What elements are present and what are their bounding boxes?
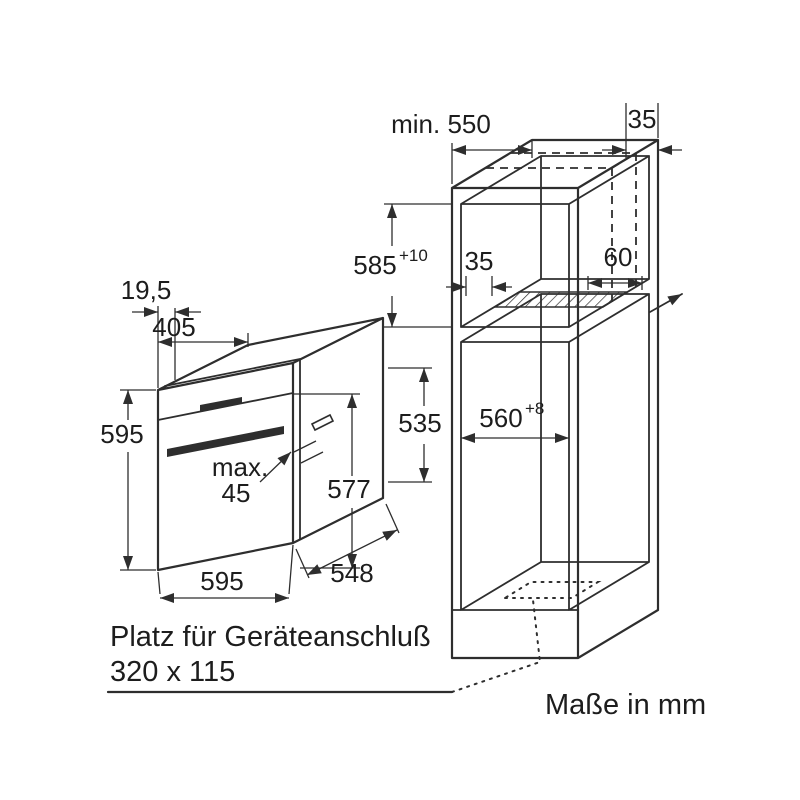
dim-cabinet-depth: min. 550	[391, 109, 533, 184]
dim-oven-frame-label: 19,5	[121, 275, 172, 305]
dim-oven-width-label: 595	[200, 566, 243, 596]
dim-oven-width: 595	[157, 544, 294, 603]
oven-door-handle	[167, 426, 284, 457]
dim-oven-height-label: 595	[100, 419, 143, 449]
dim-rear-gap-label: 35	[628, 104, 657, 134]
vent-channel-hidden-lines	[485, 152, 637, 307]
dim-oven-depth-label: 548	[330, 558, 373, 588]
dim-vent-depth-label: 60	[604, 242, 633, 272]
connection-note: Platz für Geräteanschluß 320 x 115	[106, 599, 542, 694]
connection-note-line1: Platz für Geräteanschluß	[110, 621, 431, 653]
dim-oven-depth-ext	[295, 503, 400, 579]
dim-oven-height-ext	[120, 389, 156, 571]
dim-oven-height: 595	[100, 389, 156, 571]
dim-oven-top-depth: 405	[152, 312, 249, 347]
dim-handle-clearance: max. 45	[212, 440, 324, 508]
cabinet-drawing	[450, 138, 683, 660]
dim-niche-width: 560 +8	[461, 399, 569, 443]
units-note: Maße in mm	[545, 689, 706, 721]
dim-niche-width-label: 560	[479, 403, 522, 433]
airflow-arrow	[649, 293, 683, 313]
dim-niche-width-tolerance: +8	[525, 399, 544, 418]
dim-handle-clearance-label-2: 45	[222, 478, 251, 508]
dim-oven-depth: 548	[295, 503, 400, 588]
dim-cabinet-depth-label: min. 550	[391, 109, 491, 139]
dim-vent-gap: 35	[446, 246, 512, 296]
dim-vent-gap-label: 35	[465, 246, 494, 276]
dim-oven-side-height-label: 535	[398, 408, 441, 438]
dim-vent-gap-ext	[465, 276, 493, 296]
dim-rear-gap: 35	[602, 103, 682, 158]
oven-side-notch	[310, 413, 335, 432]
cabinet-interior-lines	[451, 155, 650, 611]
cabinet-outline	[450, 138, 660, 660]
vent-hatch-area	[492, 291, 630, 308]
dim-oven-front-height-label: 577	[327, 474, 370, 504]
dim-vent-depth: 60	[587, 242, 643, 290]
connection-note-line2: 320 x 115	[110, 656, 235, 688]
dim-niche-height-tolerance: +10	[399, 246, 428, 265]
oven-drawing	[156, 316, 385, 572]
dim-niche-height-label: 585	[353, 250, 396, 280]
dim-oven-width-ext	[157, 544, 294, 595]
dim-niche-height: 585 +10	[353, 203, 452, 328]
connection-leader-line	[451, 599, 542, 693]
dim-oven-side-height: 535	[388, 367, 442, 483]
dim-oven-top-depth-label: 405	[152, 312, 195, 342]
dim-rear-gap-ext	[625, 103, 659, 158]
dim-oven-depth-line	[306, 529, 398, 576]
dim-handle-clearance-arrow	[259, 451, 292, 483]
dim-oven-frame-depth: 19,5	[121, 275, 201, 388]
dim-handle-clearance-ext	[293, 440, 324, 464]
oven-outline	[156, 316, 385, 572]
connection-area-outline	[501, 581, 602, 599]
oven-control-display	[200, 397, 242, 411]
dim-handle-clearance-label-1: max.	[212, 452, 268, 482]
